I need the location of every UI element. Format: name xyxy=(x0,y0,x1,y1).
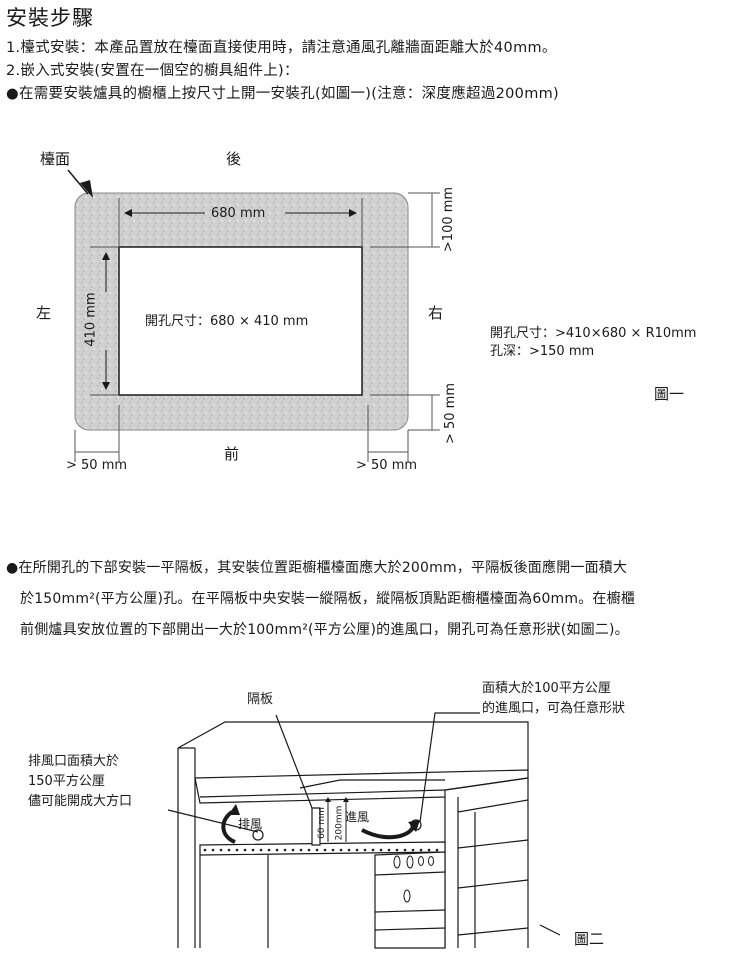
figure-1-caption: 圖一 xyxy=(654,385,685,403)
front-clearance-dimension: > 50 mm xyxy=(443,382,459,445)
intake-spec-line-2: 的進風口，可為任意形狀 xyxy=(482,701,626,716)
exhaust-flow-arrow xyxy=(221,810,236,844)
exhaust-label: 排風 xyxy=(238,817,263,831)
right-clearance-dimension: > 50 mm xyxy=(356,458,418,473)
left-label: 左 xyxy=(36,304,52,322)
intake-flow-arrow xyxy=(361,824,416,840)
partition-label: 隔板 xyxy=(247,692,274,707)
figure-2-cabinet-drawing xyxy=(167,712,561,949)
step-1-text: 1.檯式安裝：本產品置放在檯面直接使用時，請注意通風孔離牆面距離大於40mm。 xyxy=(6,40,557,56)
cutout-size-label: 開孔尺寸：680 × 410 mm xyxy=(145,314,309,329)
paragraph-line-1: ●在所開孔的下部安裝一平隔板，其安裝位置距櫥櫃檯面應大於200mm，平隔板後面應… xyxy=(6,560,628,576)
height-dimension: 410 mm xyxy=(83,292,99,347)
oven-knobs xyxy=(393,855,434,903)
cutout-hole xyxy=(118,246,363,396)
front-label: 前 xyxy=(224,445,240,463)
dim-60mm: 60 mm xyxy=(316,807,327,839)
countertop-pointer-arrow xyxy=(80,180,93,198)
dim-200mm: 200mm xyxy=(334,805,345,841)
partition-rivets xyxy=(203,848,439,852)
back-clearance-dimension: >100 mm xyxy=(441,186,457,253)
step-2-text: 2.嵌入式安裝(安置在一個空的櫥具組件上)： xyxy=(6,63,299,79)
left-clearance-dimension: > 50 mm xyxy=(66,458,128,473)
intake-spec-line-1: 面積大於100平方公厘 xyxy=(482,681,611,696)
back-label: 後 xyxy=(226,150,242,168)
countertop-label: 檯面 xyxy=(40,150,71,168)
right-label: 右 xyxy=(428,304,444,322)
paragraph-line-3: 前側爐具安放位置的下部開出一大於100mm²(平方公厘)的進風口，開孔可為任意形… xyxy=(20,622,629,638)
page-title: 安裝步驟 xyxy=(6,6,94,30)
intake-label: 進風 xyxy=(345,810,370,824)
spec-depth: 孔深：>150 mm xyxy=(490,344,595,359)
exhaust-spec-line-3: 儘可能開成大方口 xyxy=(28,794,133,809)
exhaust-spec-line-1: 排風口面積大於 xyxy=(28,754,120,769)
exhaust-spec-line-2: 150平方公厘 xyxy=(28,774,105,789)
bullet-cutout-instruction: ●在需要安裝爐具的櫥櫃上按尺寸上開一安裝孔(如圖一)(注意：深度應超過200mm… xyxy=(6,86,560,102)
width-dimension: 680 mm xyxy=(211,206,266,221)
figure-2-caption: 圖二 xyxy=(574,930,605,948)
spec-size: 開孔尺寸：>410×680 × R10mm xyxy=(490,326,697,341)
paragraph-line-2: 於150mm²(平方公厘)孔。在平隔板中央安裝一縱隔板，縱隔板頂點距櫥櫃檯面為6… xyxy=(20,591,636,607)
